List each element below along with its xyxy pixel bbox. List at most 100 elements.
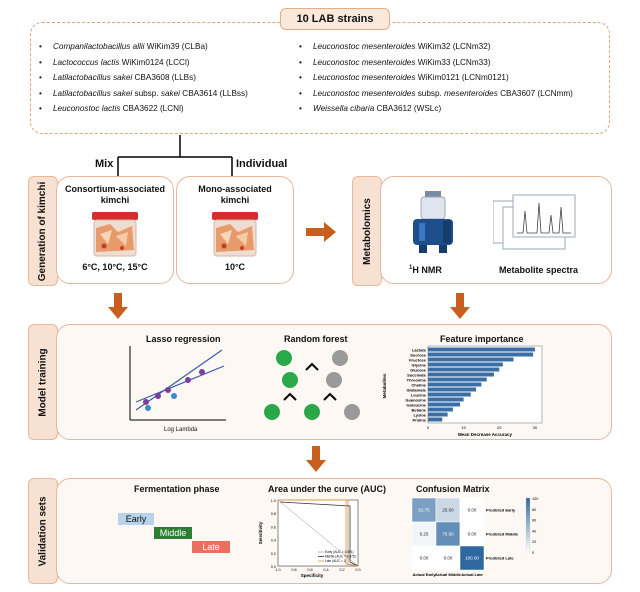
fi-metabolite-label: Choline xyxy=(411,383,426,388)
model-training-tab: Model training xyxy=(28,324,58,440)
fi-metabolite-label: Leucine xyxy=(411,393,427,398)
fi-bar xyxy=(428,392,471,397)
cm-col-label: Actual Early xyxy=(412,572,436,577)
mono-title: Mono-associated kimchi xyxy=(198,184,272,205)
strain-list-box: Companilactobacillus allii WiKim39 (CLBa… xyxy=(30,22,610,134)
cm-col-label: Actual Late xyxy=(461,572,483,577)
fi-bar xyxy=(428,377,487,382)
cm-col-label: Actual Middle xyxy=(435,572,462,577)
cm-scale-tick: 40 xyxy=(532,529,536,533)
auc-legend-label: Late (AUC = 1) xyxy=(325,559,346,563)
cm-cell-value: 62.75 xyxy=(418,508,430,513)
fi-bar xyxy=(428,387,477,392)
cm-cell xyxy=(435,497,461,523)
cm-color-scale xyxy=(525,497,531,553)
fi-bar xyxy=(428,402,461,407)
feature-importance-chart: LactateSucroseFructoseGlycineGlucoseSucc… xyxy=(382,345,543,437)
random-forest-tree xyxy=(264,350,360,420)
fi-metabolite-label: Glutamate xyxy=(406,388,426,393)
strain-item: Weissella cibaria CBA3612 (WSLc) xyxy=(299,101,609,117)
kimchi-jar-icon xyxy=(92,212,138,257)
auc-ytick: 0.8 xyxy=(271,512,276,516)
individual-label: Individual xyxy=(236,158,288,170)
consortium-temp: 6°C, 10°C, 15°C xyxy=(82,262,148,272)
cm-row-label: Predicted Middle xyxy=(486,532,519,537)
cm-cell-value: 0.00 xyxy=(444,556,453,561)
auc-curve-middle xyxy=(279,501,359,567)
fi-metabolite-label: Glycine xyxy=(412,363,427,368)
auc-xtick: 0.8 xyxy=(291,568,296,572)
strain-item: Leuconostoc lactis CBA3622 (LCNl) xyxy=(39,101,309,117)
fi-tick-label: 20 xyxy=(497,425,502,430)
fi-xlabel: Mean Decrease Accuracy xyxy=(458,432,513,437)
cm-cell-value: 0.00 xyxy=(420,556,429,561)
fi-bar xyxy=(428,372,494,377)
fi-metabolite-label: Isoleucine xyxy=(406,403,426,408)
arrow-down-icon xyxy=(108,293,128,319)
spectra-icon xyxy=(493,194,576,250)
cm-cell-value: 6.25 xyxy=(420,532,429,537)
fi-metabolite-label: Proline xyxy=(412,418,426,423)
mix-label: Mix xyxy=(95,158,114,170)
fi-ylabel: Metabolites xyxy=(382,373,387,398)
mono-card: Mono-associated kimchi 10°C xyxy=(176,176,294,284)
rf-title: Random forest xyxy=(284,334,348,344)
auc-ytick: 0.2 xyxy=(271,552,276,556)
nmr-label: 1H NMR xyxy=(409,265,442,275)
auc-ytick: 0.6 xyxy=(271,525,276,529)
nmr-instrument-icon xyxy=(413,191,453,253)
fi-tick-label: 30 xyxy=(533,425,538,430)
fi-metabolite-label: Fructose xyxy=(409,358,427,363)
auc-legend-label: Early (AUC = 0.891) xyxy=(325,550,354,554)
fi-metabolite-label: Glucose xyxy=(410,368,427,373)
fi-metabolite-label: Guanosine xyxy=(405,398,426,403)
fi-bar xyxy=(428,417,443,422)
strains-title: 10 LAB strains xyxy=(280,8,390,30)
cm-cell xyxy=(411,545,437,571)
phase-title: Fermentation phase xyxy=(134,484,220,494)
validation-tab: Validation sets xyxy=(28,478,58,584)
cm-cell xyxy=(459,545,485,571)
metabolomics-tab: Metabolomics xyxy=(352,176,382,286)
mono-temp: 10°C xyxy=(224,262,246,272)
arrow-right-icon xyxy=(306,222,336,242)
consortium-title: Consortium-associated kimchi xyxy=(64,184,166,205)
strain-item: Lactococcus lactis WiKim0124 (LCCl) xyxy=(39,55,309,71)
fi-bar xyxy=(428,357,514,362)
lasso-title: Lasso regression xyxy=(146,334,221,344)
auc-xtick: 1.0 xyxy=(275,568,280,572)
fi-bar xyxy=(428,397,464,402)
strain-item: Latilactobacillus sakei subsp. sakei CBA… xyxy=(39,86,309,102)
cm-scale-tick: 100 xyxy=(532,497,538,501)
fi-metabolite-label: Sucrose xyxy=(410,353,427,358)
auc-diagonal xyxy=(277,499,359,567)
auc-xtick: 0.2 xyxy=(339,568,344,572)
cm-cell xyxy=(459,521,485,547)
strain-item: Companilactobacillus allii WiKim39 (CLBa… xyxy=(39,39,309,55)
fi-metabolite-label: Betaine xyxy=(412,408,427,413)
auc-ytick: 1.0 xyxy=(271,499,276,503)
metabolomics-card: 1H NMR Metabolite spectra xyxy=(380,176,612,284)
strain-item: Leuconostoc mesenteroides WiKim33 (LCNm3… xyxy=(299,55,609,71)
cm-cell-value: 100.00 xyxy=(465,556,479,561)
fi-bar xyxy=(428,412,448,417)
auc-xtick: 0.0 xyxy=(355,568,360,572)
auc-xtick: 0.4 xyxy=(323,568,328,572)
fi-metabolite-label: Lactate xyxy=(412,348,427,353)
fi-bar xyxy=(428,382,482,387)
fi-bar xyxy=(428,347,535,352)
strain-item: Leuconostoc mesenteroides subsp. mesente… xyxy=(299,86,609,102)
fi-metabolite-label: Lysine xyxy=(413,413,426,418)
branch-connector xyxy=(117,135,233,176)
auc-xlabel: Specificity xyxy=(301,573,324,578)
spectra-label: Metabolite spectra xyxy=(499,265,579,275)
auc-ytick: 0.0 xyxy=(271,565,276,569)
cm-cell xyxy=(411,521,437,547)
cm-cell-value: 25.00 xyxy=(442,508,454,513)
fi-metabolite-label: Threonine xyxy=(407,378,427,383)
cm-cell-value: 0.00 xyxy=(468,508,477,513)
cm-cell xyxy=(411,497,437,523)
fi-bar xyxy=(428,407,453,412)
